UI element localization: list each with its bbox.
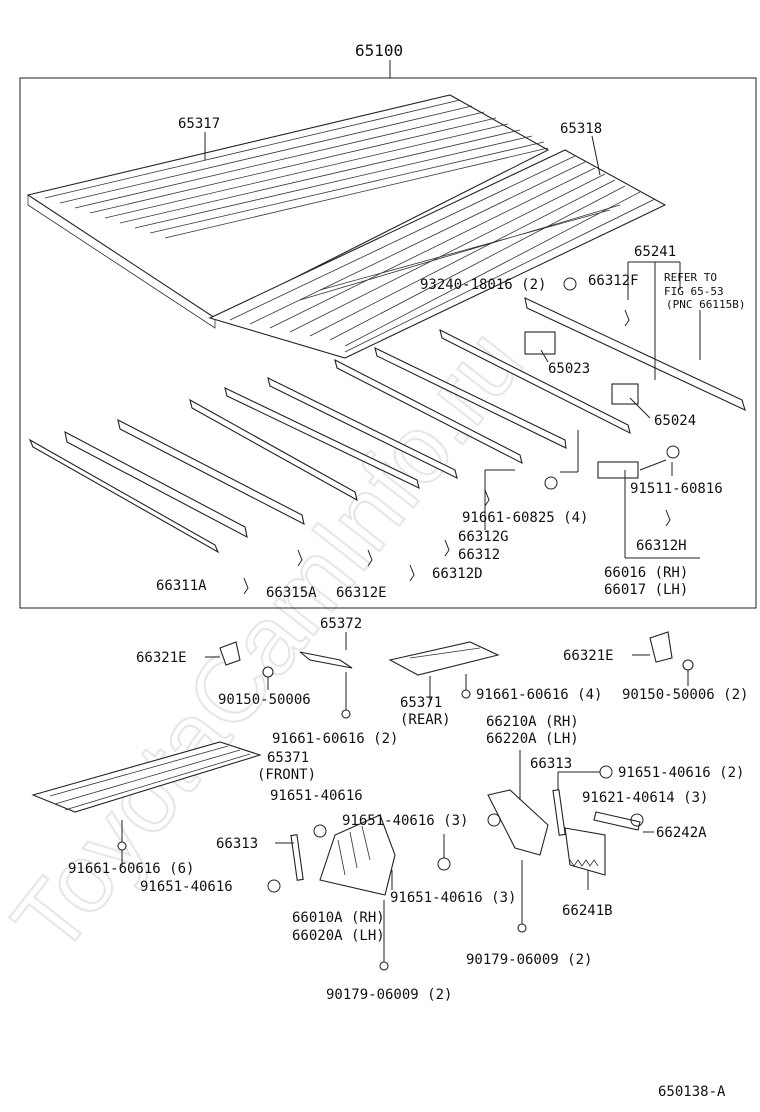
label-66311A: 66311A — [156, 578, 207, 594]
label-66321E-left: 66321E — [136, 650, 187, 666]
label-91661-60616-4: 91661-60616 (4) — [476, 687, 602, 703]
fastener-symbols-lower — [267, 765, 644, 893]
bracket-66016 — [597, 461, 639, 479]
label-90150-50006-right: 90150-50006 (2) — [622, 687, 748, 703]
assembly-frame — [19, 77, 757, 609]
mud-flap-66241B — [564, 827, 606, 876]
refer-note-line3: (PNC 66115B) — [666, 298, 745, 311]
label-66220A-lh: 66220A (LH) — [486, 731, 579, 747]
label-65023: 65023 — [548, 361, 590, 377]
label-66242A: 66242A — [656, 825, 707, 841]
label-90150-50006-left: 90150-50006 — [218, 692, 311, 708]
bed-floor-panel-65318 — [208, 149, 667, 359]
assembly-label: 65100 — [355, 41, 403, 60]
label-66312F: 66312F — [588, 273, 639, 289]
label-91511-60816: 91511-60816 — [630, 481, 723, 497]
label-65371-front-sub: (FRONT) — [257, 767, 316, 783]
label-66313-right: 66313 — [530, 756, 572, 772]
fastener-symbols-upper — [544, 277, 680, 490]
label-66010A-rh: 66010A (RH) — [292, 910, 385, 926]
label-66321E-right: 66321E — [563, 648, 614, 664]
label-66020A-lh: 66020A (LH) — [292, 928, 385, 944]
label-91651-40616-3a: 91651-40616 (3) — [342, 813, 468, 829]
front-panel-65371 — [31, 741, 262, 813]
label-91661-60616-2: 91661-60616 (2) — [272, 731, 398, 747]
label-65318: 65318 — [560, 121, 602, 137]
label-91651-40616-b: 91651-40616 — [140, 879, 233, 895]
label-66312: 66312 — [458, 547, 500, 563]
stay-66313 — [290, 789, 566, 881]
label-65371-rear-sub: (REAR) — [400, 712, 451, 728]
label-66210A-rh: 66210A (RH) — [486, 714, 579, 730]
label-66312H: 66312H — [636, 538, 687, 554]
mud-guard-66210A — [487, 789, 549, 856]
label-65372: 65372 — [320, 616, 362, 632]
bracket-66321E-right — [649, 631, 694, 671]
label-66016-rh: 66016 (RH) — [604, 565, 688, 581]
bed-floor-panel-65317 — [26, 94, 550, 329]
rear-panel-65371 — [388, 641, 500, 676]
strip-66242A — [593, 811, 641, 831]
label-66312G: 66312G — [458, 529, 509, 545]
label-66315A: 66315A — [266, 585, 317, 601]
label-66017-lh: 66017 (LH) — [604, 582, 688, 598]
label-90179-06009-left: 90179-06009 (2) — [326, 987, 452, 1003]
figure-id: 650138-A — [658, 1084, 726, 1100]
label-91661-60616-6: 91661-60616 (6) — [68, 861, 194, 877]
label-66312D: 66312D — [432, 566, 483, 582]
refer-note-line2: FIG 65-53 — [664, 285, 724, 298]
label-65371-front: 65371 — [267, 750, 309, 766]
cross-members — [28, 297, 746, 554]
refer-note-line1: REFER TO — [664, 271, 717, 284]
label-66313-left: 66313 — [216, 836, 258, 852]
label-90179-06009-right: 90179-06009 (2) — [466, 952, 592, 968]
label-93240-18016: 93240-18016 (2) — [420, 277, 546, 293]
leader-lines-lower — [121, 632, 689, 962]
label-91661-60825: 91661-60825 (4) — [462, 510, 588, 526]
label-65371-rear: 65371 — [400, 695, 442, 711]
bracket-65024 — [611, 383, 639, 405]
bracket-66321E-left — [219, 641, 274, 678]
leader-lines-upper — [204, 132, 701, 559]
label-91651-40616-a: 91651-40616 — [270, 788, 363, 804]
bracket-65023 — [524, 331, 556, 355]
mud-guard-66010A — [319, 814, 396, 896]
label-66241B: 66241B — [562, 903, 613, 919]
label-66312E: 66312E — [336, 585, 387, 601]
label-91621-40614-3: 91621-40614 (3) — [582, 790, 708, 806]
label-65317: 65317 — [178, 116, 220, 132]
label-65241: 65241 — [634, 244, 676, 260]
label-91651-40616-3b: 91651-40616 (3) — [390, 890, 516, 906]
bracket-65372 — [299, 651, 353, 669]
label-91651-40616-2: 91651-40616 (2) — [618, 765, 744, 781]
label-65024: 65024 — [654, 413, 696, 429]
clips — [243, 309, 671, 595]
